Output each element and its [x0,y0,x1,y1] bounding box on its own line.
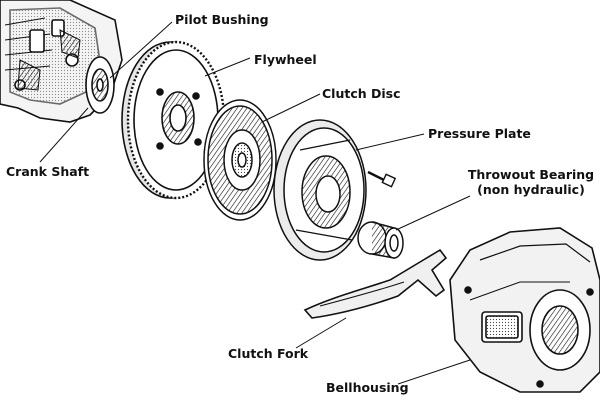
bellhousing-label: Bellhousing [326,380,409,395]
pressure-plate-label: Pressure Plate [428,126,531,141]
flywheel-label: Flywheel [254,52,317,67]
pressure-plate-leader [355,133,425,151]
throwout-bearing-label: Throwout Bearing (non hydraulic) [466,167,596,197]
clutch-fork-part [303,248,448,319]
pilot-bushing-leader [109,21,173,79]
crank-shaft-label: Crank Shaft [6,164,90,179]
clutch-disc-part [203,99,277,221]
pressure-plate-bolt [367,170,397,188]
throwout-bearing-note: (non hydraulic) [477,182,585,197]
crank-shaft-leader [39,107,89,163]
clutch-fork-label: Clutch Fork [228,346,309,361]
flywheel-leader [204,57,251,77]
bellhousing-part [449,227,600,393]
throwout-bearing-part [357,221,404,259]
engine-block [0,0,123,123]
throwout-bearing-leader [395,195,471,231]
crank-shaft-flange [85,56,115,114]
clutch-disc-label: Clutch Disc [322,86,401,101]
leader-lines [39,21,471,385]
pilot-bushing-label: Pilot Bushing [175,12,269,27]
clutch-disc-leader [261,93,321,123]
pressure-plate-part [273,119,367,261]
bellhousing-leader [397,359,471,385]
clutch-fork-leader [295,317,347,349]
throwout-bearing-title: Throwout Bearing [467,167,595,182]
